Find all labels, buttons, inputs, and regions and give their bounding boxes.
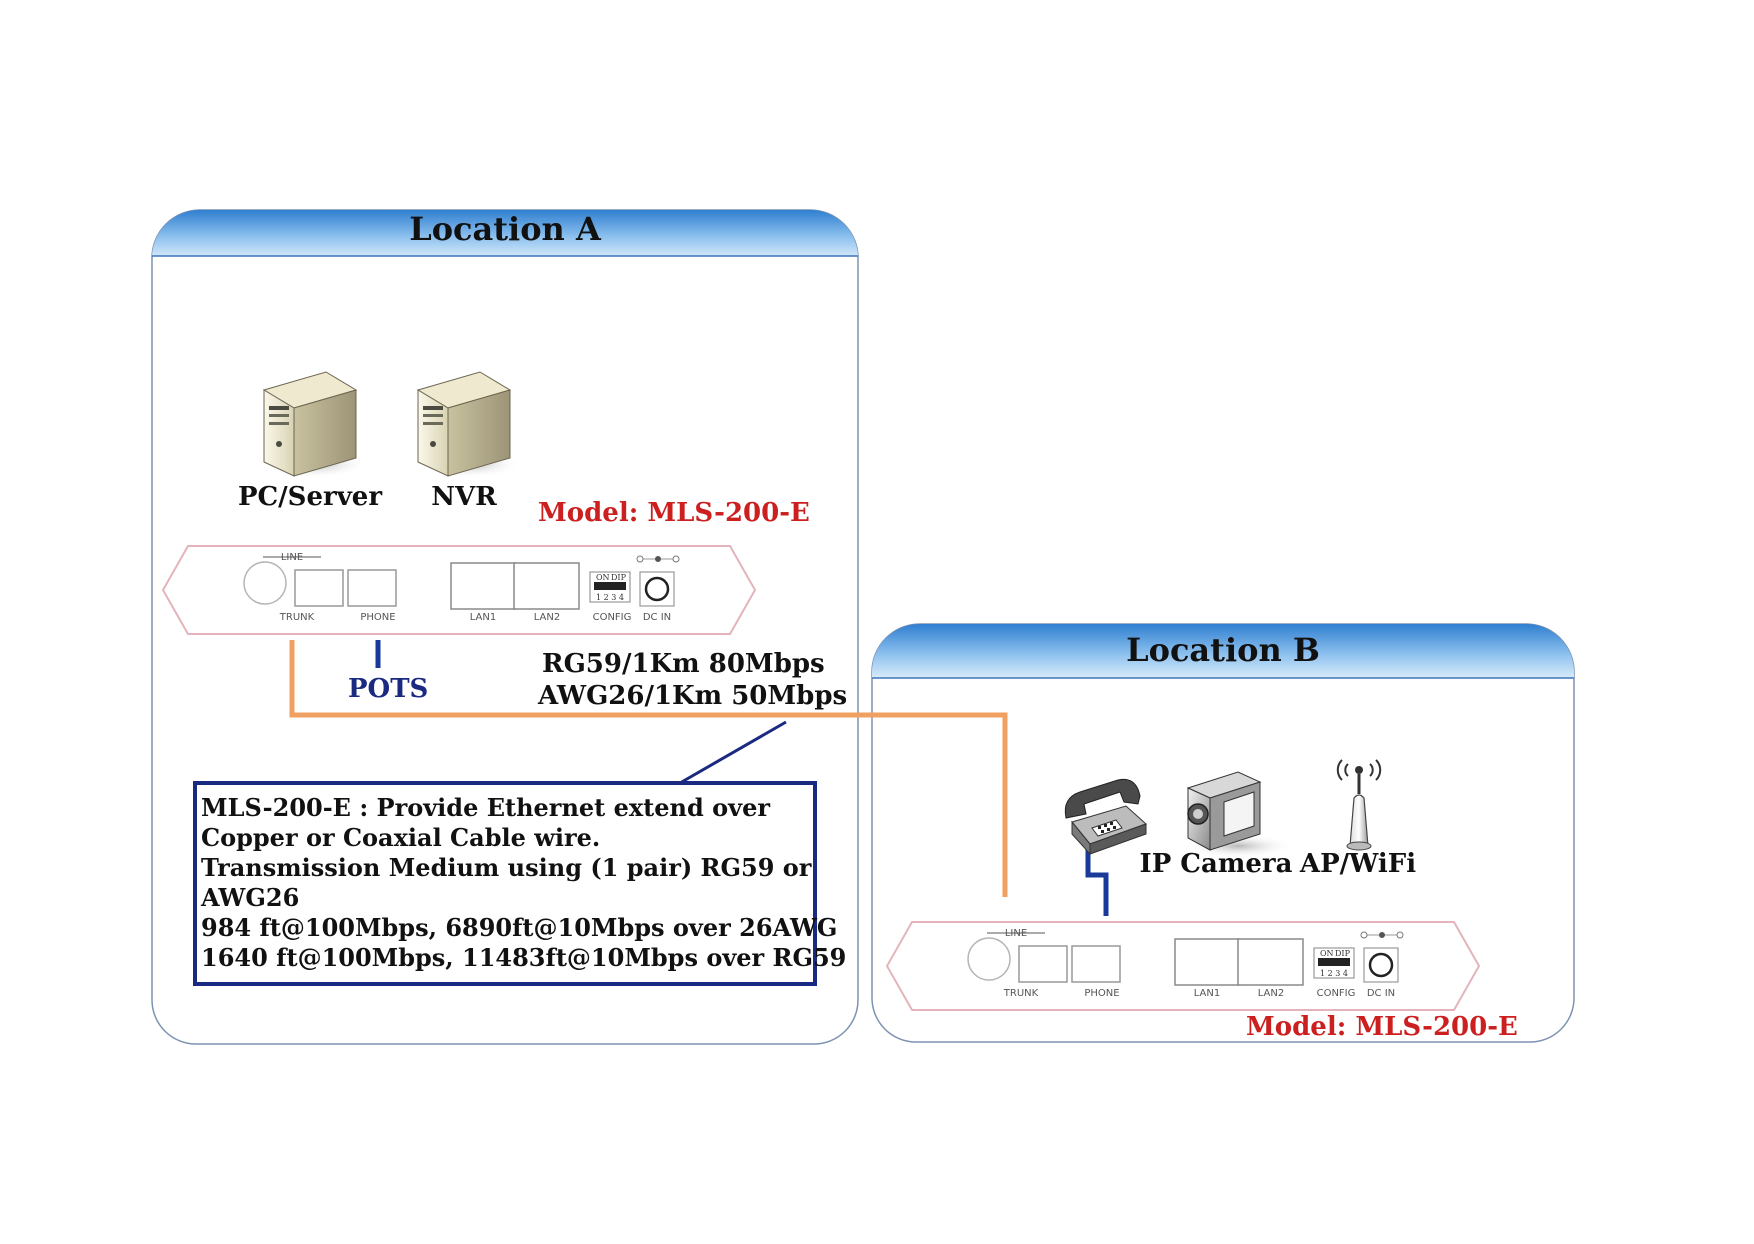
ip-camera-label: IP Camera (1140, 849, 1293, 879)
svg-text:CONFIG: CONFIG (1317, 988, 1356, 999)
svg-text:LAN1: LAN1 (1194, 988, 1220, 999)
info-line: 984 ft@100Mbps, 6890ft@10Mbps over 26AWG (201, 913, 837, 942)
ip-camera-icon (1182, 771, 1294, 858)
ap-wifi-icon (1336, 759, 1382, 851)
device-panel-a: LINE TRUNK PHONE LAN1 LAN2 ON DIP 1 2 3 … (161, 545, 757, 635)
info-line: AWG26 (200, 883, 299, 912)
device-panel-b: LINE TRUNK PHONE LAN1 LAN2 ON DIP 1 2 3 … (885, 921, 1481, 1011)
lan1-port (1174, 938, 1241, 986)
svg-text:PHONE: PHONE (1084, 988, 1119, 999)
info-box: MLS-200-E : Provide Ethernet extend over… (193, 781, 846, 986)
ap-wifi-label: AP/WiFi (1299, 849, 1416, 879)
nvr-icon (416, 371, 522, 478)
svg-text:TRUNK: TRUNK (279, 612, 315, 623)
model-label-b: Model: MLS-200-E (1246, 1012, 1518, 1042)
location-a-header (152, 210, 858, 258)
phone-line-b (1085, 848, 1109, 916)
svg-text:LAN1: LAN1 (470, 612, 496, 623)
svg-text:ON: ON (596, 573, 610, 582)
coax-port (243, 561, 287, 605)
svg-text:DIP: DIP (611, 573, 627, 582)
svg-text:CONFIG: CONFIG (593, 612, 632, 623)
info-line: 1640 ft@100Mbps, 11483ft@10Mbps over RG5… (201, 943, 846, 972)
location-b-title: Location B (1126, 631, 1320, 669)
svg-text:ON: ON (1320, 949, 1334, 958)
svg-text:LINE: LINE (281, 552, 303, 563)
info-line: Copper or Coaxial Cable wire. (201, 823, 600, 852)
coax-link-line (289, 640, 1008, 897)
svg-text:1 2 3 4: 1 2 3 4 (1320, 969, 1348, 978)
location-b-header (872, 624, 1574, 678)
svg-text:DIP: DIP (1335, 949, 1351, 958)
pc-server-icon (262, 371, 368, 478)
speed-rg59-label: RG59/1Km 80Mbps (542, 649, 825, 679)
info-line: Transmission Medium using (1 pair) RG59 … (201, 853, 812, 882)
phone-port (1071, 945, 1121, 983)
svg-text:DC IN: DC IN (643, 612, 671, 623)
coax-port (967, 937, 1011, 981)
lan2-port (513, 562, 580, 610)
speed-awg26-label: AWG26/1Km 50Mbps (537, 681, 847, 711)
info-line: MLS-200-E : Provide Ethernet extend over (201, 793, 770, 822)
trunk-port (1018, 945, 1068, 983)
svg-text:LINE: LINE (1005, 928, 1027, 939)
model-label-a: Model: MLS-200-E (538, 498, 810, 528)
pc-server-label: PC/Server (238, 482, 382, 512)
trunk-port (294, 569, 344, 607)
svg-text:PHONE: PHONE (360, 612, 395, 623)
phone-port (347, 569, 397, 607)
location-a-title: Location A (409, 210, 602, 248)
lan2-port (1237, 938, 1304, 986)
svg-text:1 2 3 4: 1 2 3 4 (596, 593, 624, 602)
lan1-port (450, 562, 517, 610)
nvr-label: NVR (431, 482, 497, 512)
pots-label: POTS (348, 674, 428, 704)
svg-text:DC IN: DC IN (1367, 988, 1395, 999)
svg-text:LAN2: LAN2 (1258, 988, 1284, 999)
telephone-icon (1064, 778, 1147, 856)
info-pointer-line (679, 720, 787, 785)
svg-text:TRUNK: TRUNK (1003, 988, 1039, 999)
svg-text:LAN2: LAN2 (534, 612, 560, 623)
